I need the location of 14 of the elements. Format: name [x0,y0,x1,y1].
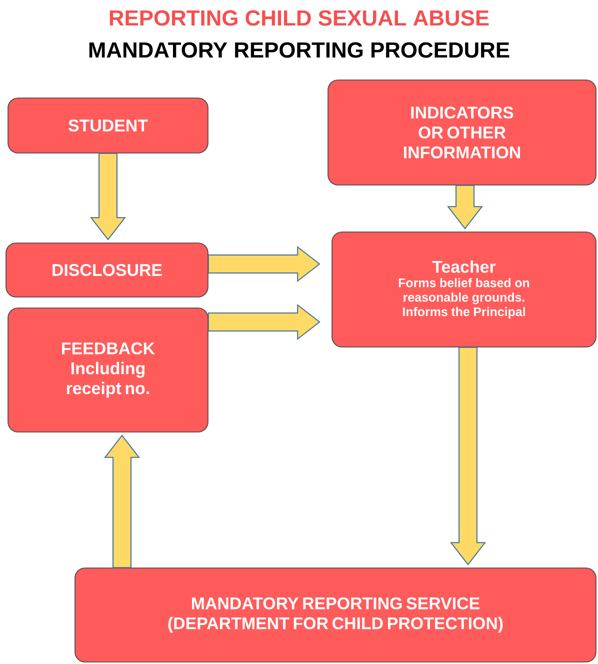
block-arrow [450,346,486,566]
title: REPORTING CHILD SEXUAL ABUSE [110,10,489,26]
process-box: Teacher Forms belief based on reasonable grounds. Informs the Principal [332,232,596,348]
subtitle: MANDATORY REPORTING PROCEDURE [89,42,510,58]
process-box: FEEDBACK Including receipt no. [8,308,208,432]
process-box: DISCLOSURE [6,242,208,298]
process-box: MANDATORY REPORTING SERVICE (DEPARTMENT FOR CHILD PROTECTION) [74,568,596,662]
block-arrow [90,152,126,240]
process-box: INDICATORS OR OTHER INFORMATION [328,80,596,186]
block-arrow [208,246,320,282]
block-arrow [446,184,483,230]
block-arrow [104,434,140,568]
process-box: STUDENT [8,98,208,154]
block-arrow [208,304,320,340]
